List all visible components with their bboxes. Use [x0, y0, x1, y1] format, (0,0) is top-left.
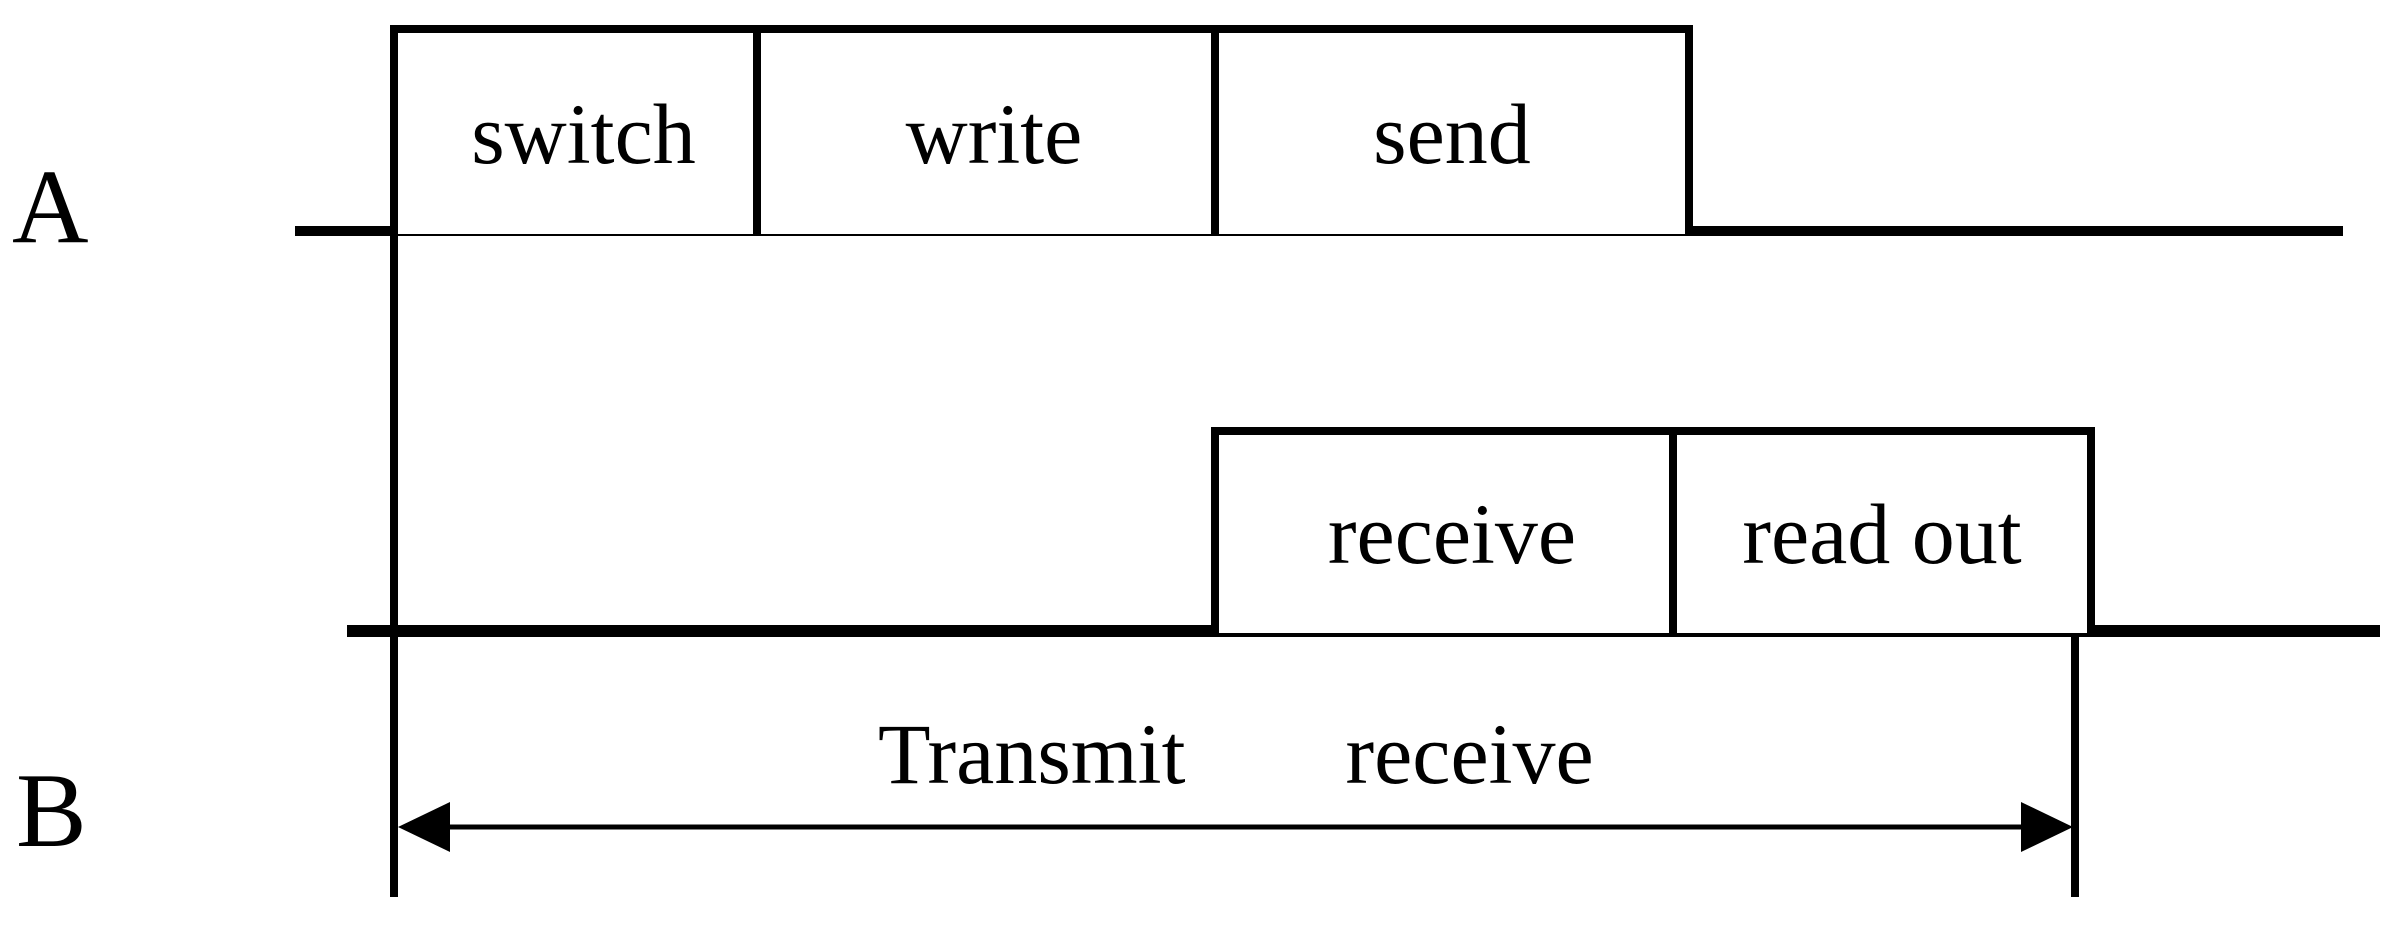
task-box-receive: receive — [1211, 427, 1693, 633]
timeline-a-label: A — [12, 148, 89, 265]
task-box-send-label: send — [1373, 85, 1531, 182]
task-box-switch-label: switch — [471, 85, 696, 182]
task-box-switch: switch — [390, 25, 777, 234]
end-reference-line — [2071, 427, 2079, 897]
task-box-read-out: read out — [1669, 427, 2095, 633]
timeline-b-label: B — [16, 752, 87, 869]
arrowhead-right-icon — [2021, 802, 2073, 852]
span-annotation-word-receive: receive — [1345, 706, 1594, 802]
task-box-receive-label: receive — [1327, 486, 1577, 582]
task-box-send: send — [1211, 25, 1693, 234]
span-annotation-word-transmit: Transmit — [878, 706, 1186, 802]
start-reference-line — [390, 25, 398, 897]
task-box-read-out-label: read out — [1742, 486, 2022, 582]
task-box-write: write — [753, 25, 1235, 234]
span-annotation: Transmit receive — [878, 711, 1594, 797]
double-headed-arrow-icon — [398, 802, 2073, 852]
arrowhead-left-icon — [398, 802, 450, 852]
task-box-write-label: write — [905, 85, 1083, 182]
